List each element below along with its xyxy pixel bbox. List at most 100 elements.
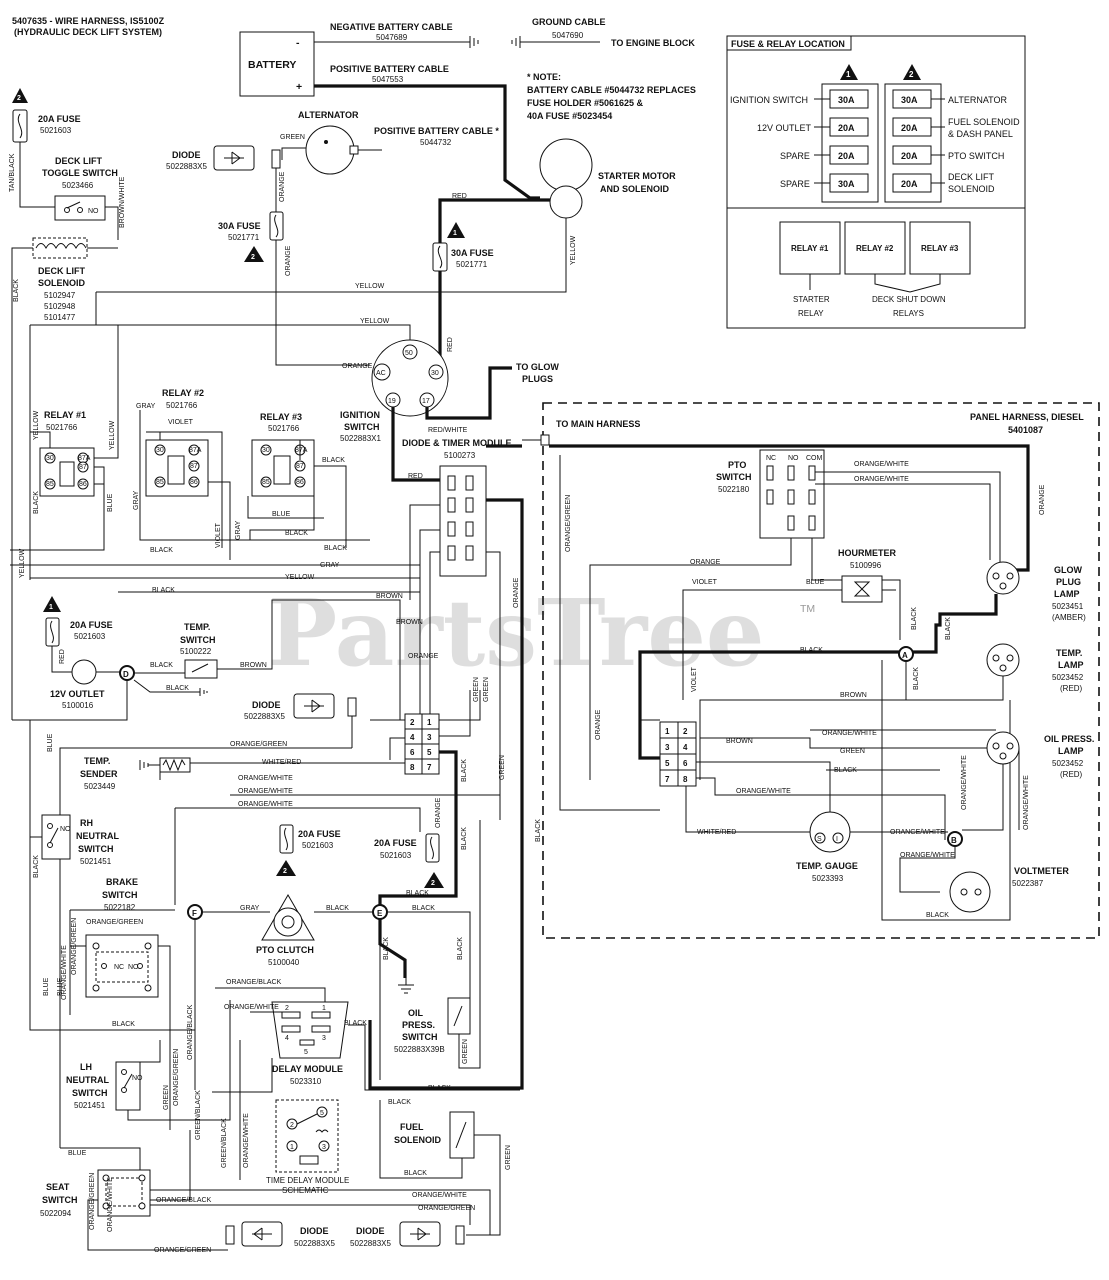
ground-cable-label: GROUND CABLE	[532, 17, 606, 27]
neg-cable-num: 5047689	[376, 33, 408, 42]
svg-text:5022883X5: 5022883X5	[166, 162, 207, 171]
svg-text:SWITCH: SWITCH	[402, 1032, 438, 1042]
svg-text:GREEN/BLACK: GREEN/BLACK	[195, 1090, 202, 1140]
svg-text:4: 4	[285, 1035, 289, 1042]
svg-text:85: 85	[156, 479, 164, 486]
diode-1: DIODE 5022883X5	[166, 145, 281, 171]
svg-text:VIOLET: VIOLET	[168, 419, 194, 426]
svg-text:BROWN: BROWN	[240, 662, 267, 669]
rh-neutral-switch: NO RH NEUTRAL SWITCH 5021451	[41, 814, 119, 866]
svg-text:NO: NO	[788, 455, 799, 462]
svg-text:ORANGE/BLACK: ORANGE/BLACK	[187, 1004, 194, 1060]
svg-text:12V OUTLET: 12V OUTLET	[757, 123, 812, 133]
svg-text:20A: 20A	[838, 151, 855, 161]
svg-text:RELAY #3: RELAY #3	[260, 412, 302, 422]
svg-text:5023449: 5023449	[84, 782, 116, 791]
svg-text:1: 1	[665, 727, 670, 736]
oil-press-lamp: OIL PRESS. LAMP 5023452 (RED)	[986, 731, 1094, 779]
svg-text:ORANGE/WHITE: ORANGE/WHITE	[736, 788, 791, 795]
lh-neutral-switch: NO LH NEUTRAL SWITCH 5021451	[66, 1061, 143, 1111]
svg-text:GREEN: GREEN	[473, 677, 480, 702]
svg-text:FUSE HOLDER #5061625 &: FUSE HOLDER #5061625 &	[527, 98, 644, 108]
svg-text:BLACK: BLACK	[406, 890, 429, 897]
svg-text:VIOLET: VIOLET	[692, 579, 718, 586]
svg-text:ORANGE/WHITE: ORANGE/WHITE	[854, 461, 909, 468]
pos-cable-num: 5047553	[372, 75, 404, 84]
svg-text:+: +	[296, 81, 302, 93]
svg-text:30A FUSE: 30A FUSE	[451, 248, 494, 258]
svg-text:BLACK: BLACK	[461, 827, 468, 850]
main-harness-plug	[540, 434, 550, 446]
svg-text:TIME DELAY MODULE: TIME DELAY MODULE	[266, 1176, 349, 1185]
svg-text:20A: 20A	[901, 179, 918, 189]
svg-text:NO: NO	[60, 826, 71, 833]
svg-text:BLUE: BLUE	[272, 511, 291, 518]
svg-text:50: 50	[405, 350, 413, 357]
svg-text:SWITCH: SWITCH	[42, 1195, 78, 1205]
svg-text:30: 30	[431, 370, 439, 377]
svg-text:COM: COM	[806, 455, 823, 462]
glow-plug-wire	[425, 366, 512, 420]
svg-text:1: 1	[290, 1144, 294, 1151]
svg-text:5023466: 5023466	[62, 181, 94, 190]
svg-text:5022883X5: 5022883X5	[350, 1239, 391, 1248]
svg-text:WHITE/RED: WHITE/RED	[262, 759, 301, 766]
fuse-20a-top: 2 20A FUSE 5021603	[12, 88, 81, 143]
svg-text:SWITCH: SWITCH	[180, 635, 216, 645]
svg-text:5021766: 5021766	[46, 423, 78, 432]
svg-text:A: A	[902, 651, 908, 660]
hourmeter: HOURMETER 5100996	[838, 548, 896, 603]
svg-text:BLACK: BLACK	[150, 547, 173, 554]
svg-text:STARTER MOTOR: STARTER MOTOR	[598, 171, 676, 181]
junction-f: F	[187, 904, 203, 920]
svg-text:30A: 30A	[901, 95, 918, 105]
pos-cable-label: POSITIVE BATTERY CABLE	[330, 64, 449, 74]
engine-label: TO ENGINE BLOCK	[611, 38, 695, 48]
deck-lift-toggle-switch: DECK LIFT TOGGLE SWITCH 5023466 NO	[42, 156, 118, 221]
svg-text:85: 85	[46, 481, 54, 488]
svg-text:3: 3	[427, 733, 432, 742]
note: * NOTE: BATTERY CABLE #5044732 REPLACES …	[527, 72, 696, 121]
svg-text:20A: 20A	[838, 123, 855, 133]
svg-text:7: 7	[427, 763, 432, 772]
svg-text:ORANGE/WHITE: ORANGE/WHITE	[961, 755, 968, 810]
svg-text:LAMP: LAMP	[1058, 660, 1084, 670]
alternator: ALTERNATOR GREEN	[280, 110, 382, 175]
svg-text:5021451: 5021451	[74, 1101, 106, 1110]
svg-text:1: 1	[49, 604, 53, 611]
svg-text:BLACK: BLACK	[535, 819, 542, 842]
svg-text:ORANGE/WHITE: ORANGE/WHITE	[107, 1177, 114, 1232]
svg-text:8: 8	[410, 763, 415, 772]
svg-text:B: B	[951, 836, 957, 845]
svg-text:17: 17	[422, 398, 430, 405]
svg-text:RELAY #2: RELAY #2	[856, 244, 894, 253]
svg-text:ORANGE/GREEN: ORANGE/GREEN	[89, 1173, 96, 1230]
svg-text:ALTERNATOR: ALTERNATOR	[948, 95, 1008, 105]
svg-text:SPARE: SPARE	[780, 179, 810, 189]
temp-sender: TEMP. SENDER 5023449	[80, 756, 191, 791]
svg-text:BLACK: BLACK	[322, 457, 345, 464]
svg-text:ORANGE: ORANGE	[595, 709, 602, 740]
svg-text:RELAY: RELAY	[798, 309, 824, 318]
svg-text:BLUE: BLUE	[57, 977, 64, 996]
svg-text:NO: NO	[132, 1075, 143, 1082]
relay-2: RELAY #2 5021766 30 87A 87 85 86	[145, 388, 209, 497]
svg-text:GREEN: GREEN	[462, 1039, 469, 1064]
svg-text:TEMP.: TEMP.	[1056, 648, 1082, 658]
svg-text:20A FUSE: 20A FUSE	[70, 620, 113, 630]
svg-text:5023451: 5023451	[1052, 602, 1084, 611]
svg-text:GRAY: GRAY	[136, 403, 156, 410]
svg-text:RED: RED	[447, 337, 454, 352]
svg-text:5: 5	[427, 748, 432, 757]
svg-text:SOLENOID: SOLENOID	[394, 1135, 442, 1145]
svg-text:5: 5	[665, 759, 670, 768]
svg-text:5021603: 5021603	[40, 126, 72, 135]
svg-text:3: 3	[322, 1035, 326, 1042]
panel-harness-title: PANEL HARNESS, DIESEL 5401087	[970, 412, 1084, 435]
svg-text:ORANGE/GREEN: ORANGE/GREEN	[418, 1205, 475, 1212]
svg-text:NO: NO	[88, 208, 99, 215]
